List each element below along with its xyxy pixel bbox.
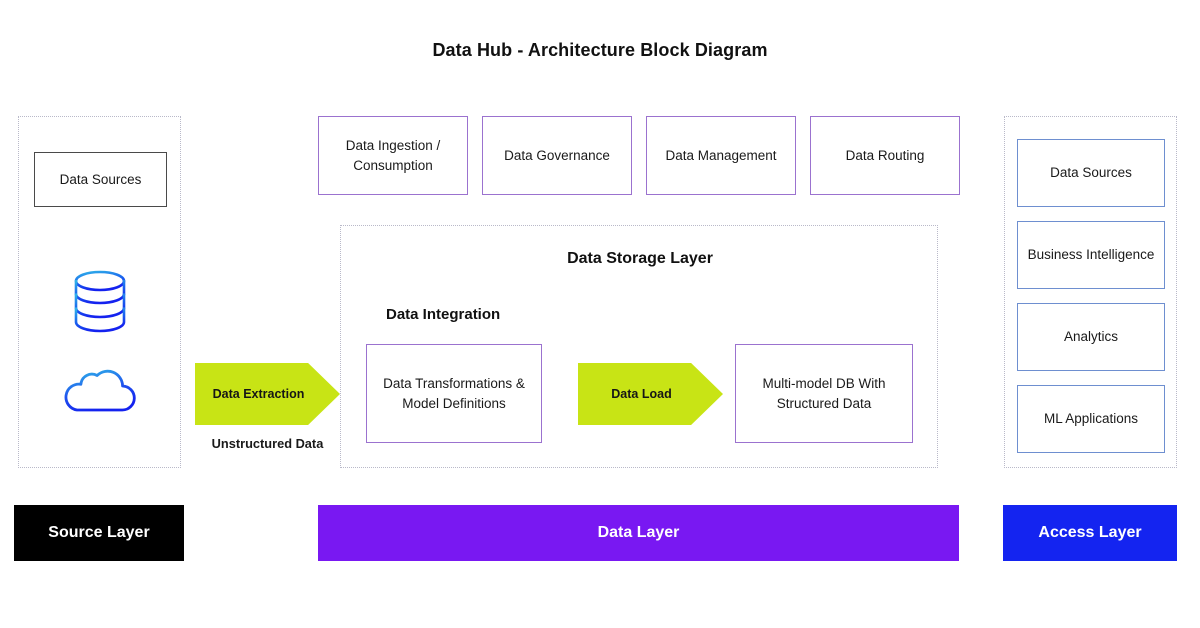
source-layer-bar-label: Source Layer	[48, 524, 150, 541]
access-layer-panel: Data Sources Business Intelligence Analy…	[1004, 116, 1177, 468]
data-extraction-label: Data Extraction	[212, 387, 305, 401]
capability-box-data-ingestion[interactable]: Data Ingestion / Consumption	[318, 116, 468, 195]
access-item-label: Data Sources	[1050, 165, 1132, 181]
page-title: Data Hub - Architecture Block Diagram	[432, 40, 768, 60]
data-extraction-arrow: Data Extraction	[195, 363, 340, 425]
source-data-sources-label: Data Sources	[59, 172, 142, 187]
data-layer-bar-label: Data Layer	[597, 524, 680, 541]
capability-label: Data Ingestion / Consumption	[345, 137, 441, 173]
data-load-label: Data Load	[611, 387, 672, 401]
data-transformations-box[interactable]: Data Transformations & Model Definitions	[366, 344, 542, 443]
access-item-ml-applications[interactable]: ML Applications	[1017, 385, 1165, 453]
unstructured-data-caption: Unstructured Data	[211, 436, 324, 451]
multimodel-db-label: Multi-model DB With Structured Data	[762, 375, 886, 411]
access-item-label: ML Applications	[1043, 411, 1139, 427]
capability-box-data-governance[interactable]: Data Governance	[482, 116, 632, 195]
data-integration-title: Data Integration	[386, 306, 501, 323]
data-transformations-label: Data Transformations & Model Definitions	[383, 375, 525, 411]
access-item-label: Business Intelligence	[1027, 247, 1155, 263]
access-layer-bar-label: Access Layer	[1038, 524, 1142, 541]
source-data-sources-box[interactable]: Data Sources	[34, 152, 167, 207]
multimodel-db-box[interactable]: Multi-model DB With Structured Data	[735, 344, 913, 443]
capability-box-data-management[interactable]: Data Management	[646, 116, 796, 195]
capability-label: Data Management	[665, 147, 777, 163]
access-item-data-sources[interactable]: Data Sources	[1017, 139, 1165, 207]
capability-label: Data Routing	[845, 147, 925, 163]
capability-label: Data Governance	[504, 147, 610, 163]
access-layer-bar[interactable]: Access Layer	[1003, 505, 1177, 561]
access-item-label: Analytics	[1063, 329, 1119, 345]
capability-box-data-routing[interactable]: Data Routing	[810, 116, 960, 195]
access-item-business-intelligence[interactable]: Business Intelligence	[1017, 221, 1165, 289]
database-icon	[69, 269, 131, 342]
cloud-icon	[62, 362, 138, 423]
access-item-analytics[interactable]: Analytics	[1017, 303, 1165, 371]
source-layer-panel: Data Sources	[18, 116, 181, 468]
source-layer-bar[interactable]: Source Layer	[14, 505, 184, 561]
data-load-arrow: Data Load	[578, 363, 723, 425]
data-layer-bar[interactable]: Data Layer	[318, 505, 959, 561]
data-storage-layer-title: Data Storage Layer	[567, 250, 713, 267]
